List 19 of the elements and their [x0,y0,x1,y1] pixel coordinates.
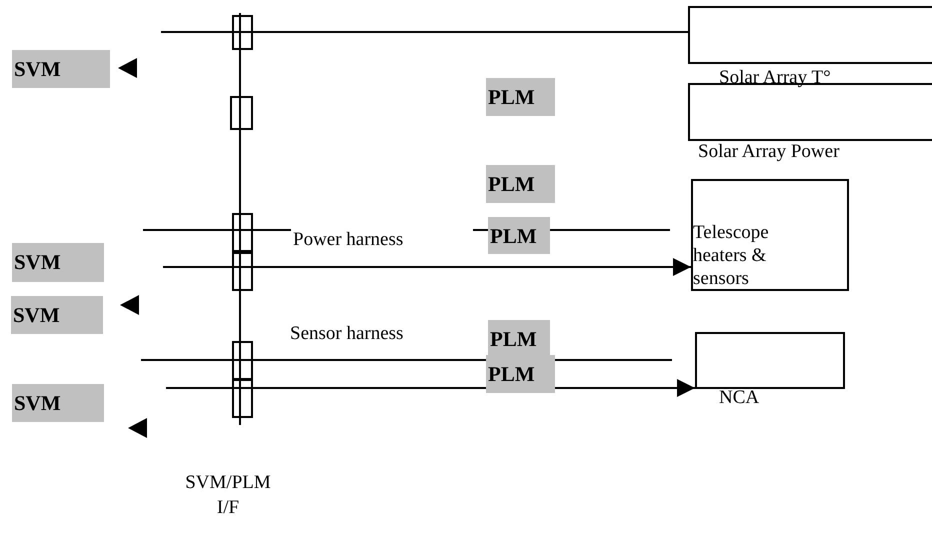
module-tag: PLM [488,217,550,254]
module-tag: PLM [488,320,550,357]
unit-label: Solar Array Power [698,140,840,163]
harness-label: Power harness [293,229,404,251]
harness-label: Sensor harness [290,323,404,345]
unit-box [691,179,849,291]
module-tag: PLM [486,78,555,116]
module-tag: SVM [12,50,110,88]
module-tag: SVM [11,296,103,334]
harness-arrow [163,258,691,276]
unit-label: Telescope heaters & sensors [693,221,770,290]
unit-label: Solar Array T° [719,66,831,89]
module-tag: SVM [12,243,104,282]
module-tag: PLM [486,355,555,393]
harness-line [161,31,688,33]
module-tag: SVM [12,384,104,422]
module-tag: PLM [486,165,555,203]
interface-label: SVM/PLM I/F [184,471,272,520]
unit-label: NCA [719,386,760,409]
